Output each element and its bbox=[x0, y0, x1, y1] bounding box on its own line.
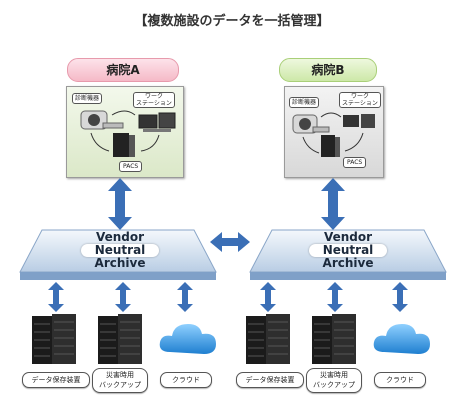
pacs-label: PACS bbox=[119, 161, 143, 172]
vna-line2: Neutral bbox=[80, 244, 160, 257]
double-arrow-icon bbox=[48, 282, 64, 312]
server-rack-icon bbox=[32, 314, 76, 364]
vna-line3: Archive bbox=[94, 256, 146, 270]
double-arrow-icon bbox=[321, 178, 345, 230]
vna-line2: Neutral bbox=[308, 244, 388, 257]
hospital-b-panel: 診断機器 ワーク ステーション PACS bbox=[284, 86, 384, 178]
vna-a-label: Vendor Neutral Archive bbox=[58, 231, 182, 270]
disaster-backup-label: 災害時用 バックアップ bbox=[306, 368, 362, 393]
server-rack-icon bbox=[312, 314, 356, 364]
vna-b-label: Vendor Neutral Archive bbox=[286, 231, 410, 270]
storage-device-label: データ保存装置 bbox=[22, 372, 90, 388]
vna-line3: Archive bbox=[322, 256, 374, 270]
double-arrow-icon bbox=[392, 282, 408, 312]
server-rack-icon bbox=[98, 314, 142, 364]
disaster-backup-label: 災害時用 バックアップ bbox=[92, 368, 148, 393]
cloud-icon bbox=[373, 324, 430, 354]
double-arrow-icon bbox=[108, 178, 132, 230]
hospital-b-equipment-icon bbox=[292, 112, 375, 157]
double-arrow-icon bbox=[177, 282, 193, 312]
hospital-b-label: 病院B bbox=[279, 58, 377, 82]
vna-line1: Vendor bbox=[95, 230, 145, 244]
horizontal-double-arrow-icon bbox=[210, 232, 250, 252]
hospital-a-equipment-icon bbox=[80, 110, 176, 157]
storage-device-label: データ保存装置 bbox=[236, 372, 304, 388]
hospital-a-panel: 診断機器 ワーク ステーション PACS bbox=[66, 86, 184, 178]
device-label: 診断機器 bbox=[289, 97, 320, 108]
hospital-a-label: 病院A bbox=[67, 58, 179, 82]
device-label: 診断機器 bbox=[72, 93, 103, 104]
cloud-label: クラウド bbox=[374, 372, 426, 388]
vna-line1: Vendor bbox=[323, 230, 373, 244]
pacs-label: PACS bbox=[343, 157, 367, 168]
workstation-label: ワーク ステーション bbox=[339, 92, 381, 108]
server-rack-icon bbox=[246, 314, 290, 364]
cloud-icon bbox=[159, 324, 216, 354]
double-arrow-icon bbox=[115, 282, 131, 312]
double-arrow-icon bbox=[260, 282, 276, 312]
double-arrow-icon bbox=[327, 282, 343, 312]
diagram-title: 【複数施設のデータを一括管理】 bbox=[134, 14, 330, 29]
workstation-label: ワーク ステーション bbox=[133, 92, 175, 108]
cloud-label: クラウド bbox=[160, 372, 212, 388]
